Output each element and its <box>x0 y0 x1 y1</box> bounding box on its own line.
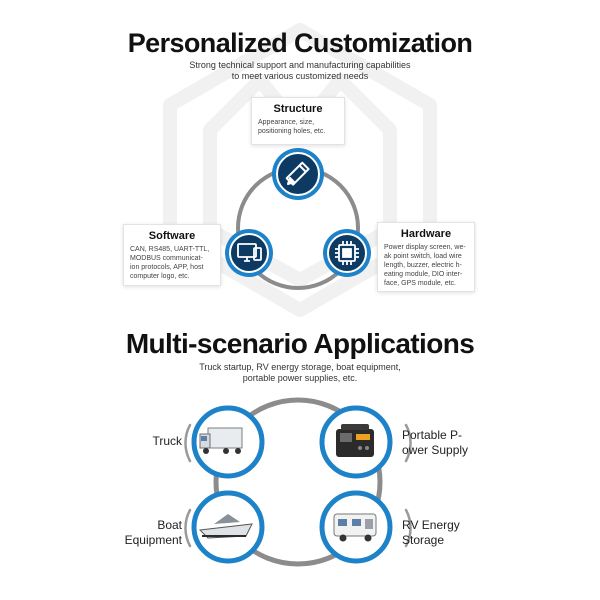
boat-label: Boat Equipment <box>124 518 182 547</box>
rv-badge <box>319 490 393 564</box>
hardware-desc: Power display screen, we- ak point switc… <box>384 244 466 287</box>
structure-icon-badge <box>271 147 325 201</box>
portable-badge <box>319 405 393 479</box>
power-station-image <box>336 424 374 457</box>
applications-title: Multi-scenario Applications <box>125 328 475 359</box>
portable-label: Portable P- ower Supply <box>402 428 469 457</box>
hardware-card: Hardware Power display screen, we- ak po… <box>377 222 475 292</box>
customization-title: Personalized Customization <box>127 28 473 58</box>
structure-card: Structure Appearance, size, positioning … <box>251 97 345 145</box>
software-icon-badge <box>224 228 274 278</box>
boat-badge <box>191 490 265 564</box>
structure-desc: Appearance, size, positioning holes, etc… <box>258 119 326 135</box>
structure-title: Structure <box>273 103 323 115</box>
rv-image <box>333 513 377 542</box>
monitor-devices-icon <box>237 243 262 262</box>
truck-label: Truck <box>152 434 182 448</box>
applications-subtitle: Truck startup, RV energy storage, boat e… <box>199 362 401 383</box>
software-desc: CAN, RS485, UART-TTL, MODBUS communicat-… <box>130 246 210 280</box>
rv-label: RV Energy Storage <box>402 518 460 547</box>
customization-subtitle: Strong technical support and manufacturi… <box>189 60 411 81</box>
software-title: Software <box>148 230 196 242</box>
software-card: Software CAN, RS485, UART-TTL, MODBUS co… <box>123 224 221 286</box>
applications-ring <box>213 397 383 567</box>
hardware-icon-badge <box>322 228 372 278</box>
truck-badge <box>191 405 265 479</box>
hardware-title: Hardware <box>400 228 452 240</box>
truck-image <box>199 427 243 454</box>
pencil-ruler-icon <box>285 161 310 186</box>
chip-icon <box>335 241 359 265</box>
boat-image <box>198 514 253 539</box>
